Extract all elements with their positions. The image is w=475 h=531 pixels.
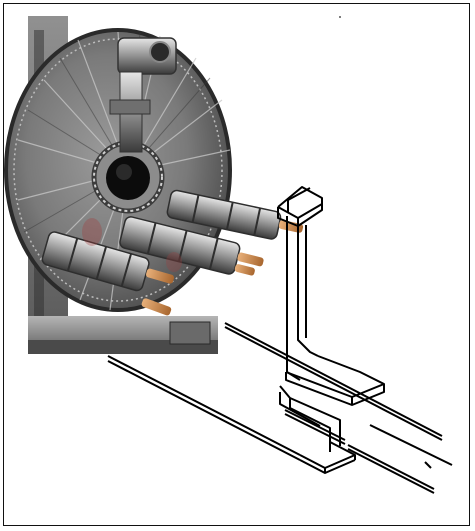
- i-beam-base: [299, 441, 356, 469]
- rail-lower: [107, 355, 301, 456]
- rail-upper: [224, 322, 443, 437]
- stand-base: [279, 385, 341, 446]
- speck: [339, 16, 341, 18]
- stand-head: [277, 186, 323, 227]
- machine-photo: [4, 16, 304, 354]
- instrument-arm-lower: [41, 231, 175, 292]
- support-stand-drawing: [107, 186, 453, 494]
- instrument-arm-upper: [166, 189, 304, 240]
- instrument-arm-middle: [119, 216, 264, 276]
